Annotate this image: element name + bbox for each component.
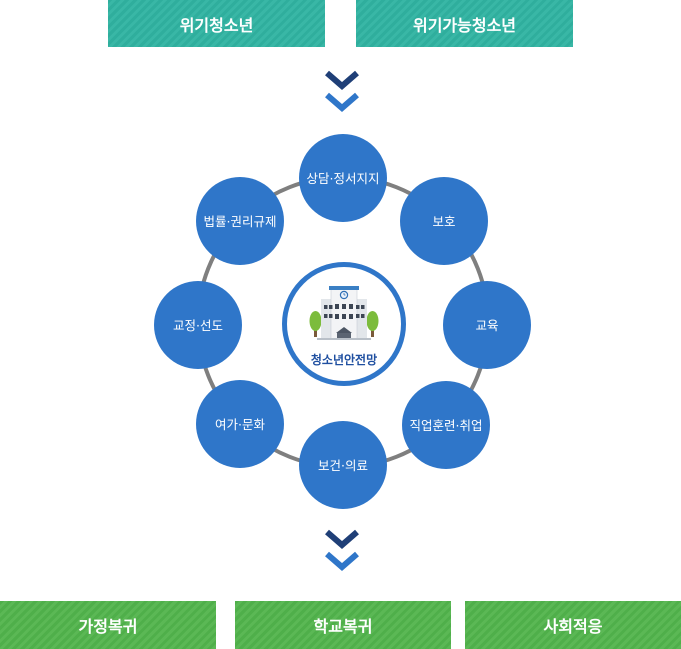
bottom-box-label: 가정복귀 bbox=[78, 617, 138, 636]
bottom-box-label: 사회적응 bbox=[543, 617, 603, 636]
node-label: 보건·의료 bbox=[318, 457, 368, 473]
node-correction-guidance: 교정·선도 bbox=[154, 281, 242, 369]
center-label: 청소년안전망 bbox=[310, 353, 378, 367]
node-legal-rights: 법률·권리규제 bbox=[196, 177, 284, 265]
top-box-label: 위기청소년 bbox=[179, 15, 254, 35]
double-chevron-down-icon bbox=[325, 529, 359, 571]
node-label: 상담·정서지지 bbox=[306, 170, 380, 186]
node-label: 직업훈련·취업 bbox=[409, 417, 483, 433]
node-leisure-culture: 여가·문화 bbox=[196, 380, 284, 468]
node-education: 교육 bbox=[443, 281, 531, 369]
bottom-box-label: 학교복귀 bbox=[313, 617, 373, 636]
center-youth-safety-net: 청소년안전망 bbox=[282, 262, 406, 386]
school-building-icon bbox=[309, 286, 379, 340]
node-health-medical: 보건·의료 bbox=[299, 421, 387, 509]
node-label: 법률·권리규제 bbox=[203, 213, 277, 229]
node-label: 교정·선도 bbox=[173, 317, 223, 333]
node-counseling: 상담·정서지지 bbox=[299, 134, 387, 222]
node-job-training: 직업훈련·취업 bbox=[402, 381, 490, 469]
node-label: 여가·문화 bbox=[215, 416, 265, 432]
double-chevron-down-icon bbox=[325, 70, 359, 112]
top-box-at-risk-youth: 위기가능청소년 bbox=[356, 0, 573, 47]
node-label: 보호 bbox=[432, 213, 456, 229]
bottom-box-return-school: 학교복귀 bbox=[235, 601, 451, 649]
bottom-box-return-home: 가정복귀 bbox=[0, 601, 216, 649]
node-protection: 보호 bbox=[400, 177, 488, 265]
node-label: 교육 bbox=[475, 317, 499, 333]
top-box-label: 위기가능청소년 bbox=[412, 15, 517, 35]
top-box-crisis-youth: 위기청소년 bbox=[108, 0, 325, 47]
bottom-box-social-adaptation: 사회적응 bbox=[465, 601, 681, 649]
